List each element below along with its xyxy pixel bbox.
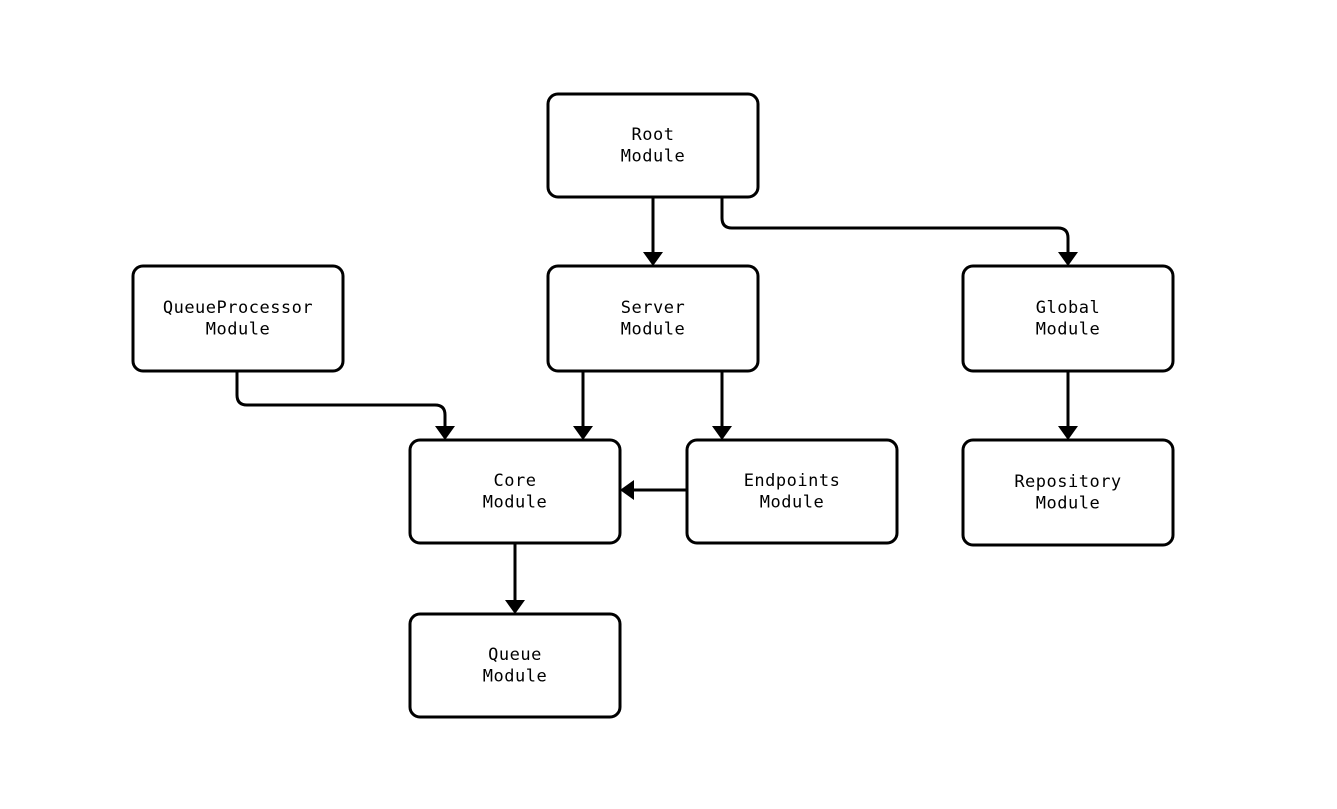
node-label-line2: Module bbox=[483, 667, 547, 687]
node-label-line2: Module bbox=[206, 320, 270, 340]
node-box[interactable] bbox=[546, 264, 760, 373]
arrow-head-icon bbox=[505, 600, 525, 614]
node-label-line2: Module bbox=[483, 493, 547, 513]
arrow-head-icon bbox=[1058, 426, 1078, 440]
edge-root-to-global bbox=[720, 197, 1078, 266]
node-label-line2: Module bbox=[621, 320, 685, 340]
node-box[interactable] bbox=[961, 264, 1175, 373]
node-label-line2: Module bbox=[1036, 494, 1100, 514]
node-box[interactable] bbox=[408, 438, 622, 545]
edge-server-to-endpoints bbox=[712, 371, 732, 440]
edge-line bbox=[720, 197, 1070, 252]
node-label-line1: QueueProcessor bbox=[163, 298, 313, 318]
node-box[interactable] bbox=[408, 612, 622, 719]
node-box[interactable] bbox=[131, 264, 345, 373]
edge-line bbox=[235, 371, 447, 426]
node-label-line2: Module bbox=[1036, 320, 1100, 340]
node-label-line1: Global bbox=[1036, 298, 1100, 318]
arrow-head-icon bbox=[712, 426, 732, 440]
edge-global-to-repository bbox=[1058, 371, 1078, 440]
node-box[interactable] bbox=[961, 438, 1175, 547]
edge-server-to-core bbox=[573, 371, 593, 440]
edge-endpoints-to-core bbox=[620, 480, 687, 500]
node-label-line1: Endpoints bbox=[744, 471, 841, 491]
node-box[interactable] bbox=[546, 92, 760, 199]
node-label-line2: Module bbox=[760, 493, 824, 513]
edges-layer bbox=[235, 197, 1078, 614]
edge-root-to-server bbox=[643, 197, 663, 266]
node-label-line1: Queue bbox=[488, 645, 542, 665]
arrow-head-icon bbox=[573, 426, 593, 440]
node-box[interactable] bbox=[685, 438, 899, 545]
arrow-head-icon bbox=[620, 480, 634, 500]
node-label-line1: Root bbox=[632, 125, 675, 145]
node-label-line2: Module bbox=[621, 147, 685, 167]
node-label-line1: Repository bbox=[1014, 472, 1121, 492]
arrow-head-icon bbox=[1058, 252, 1078, 266]
node-label-line1: Server bbox=[621, 298, 685, 318]
edge-core-to-queue bbox=[505, 543, 525, 614]
arrow-head-icon bbox=[435, 426, 455, 440]
node-label-line1: Core bbox=[494, 471, 537, 491]
arrow-head-icon bbox=[643, 252, 663, 266]
edge-queueprocessor-to-core bbox=[235, 371, 455, 440]
